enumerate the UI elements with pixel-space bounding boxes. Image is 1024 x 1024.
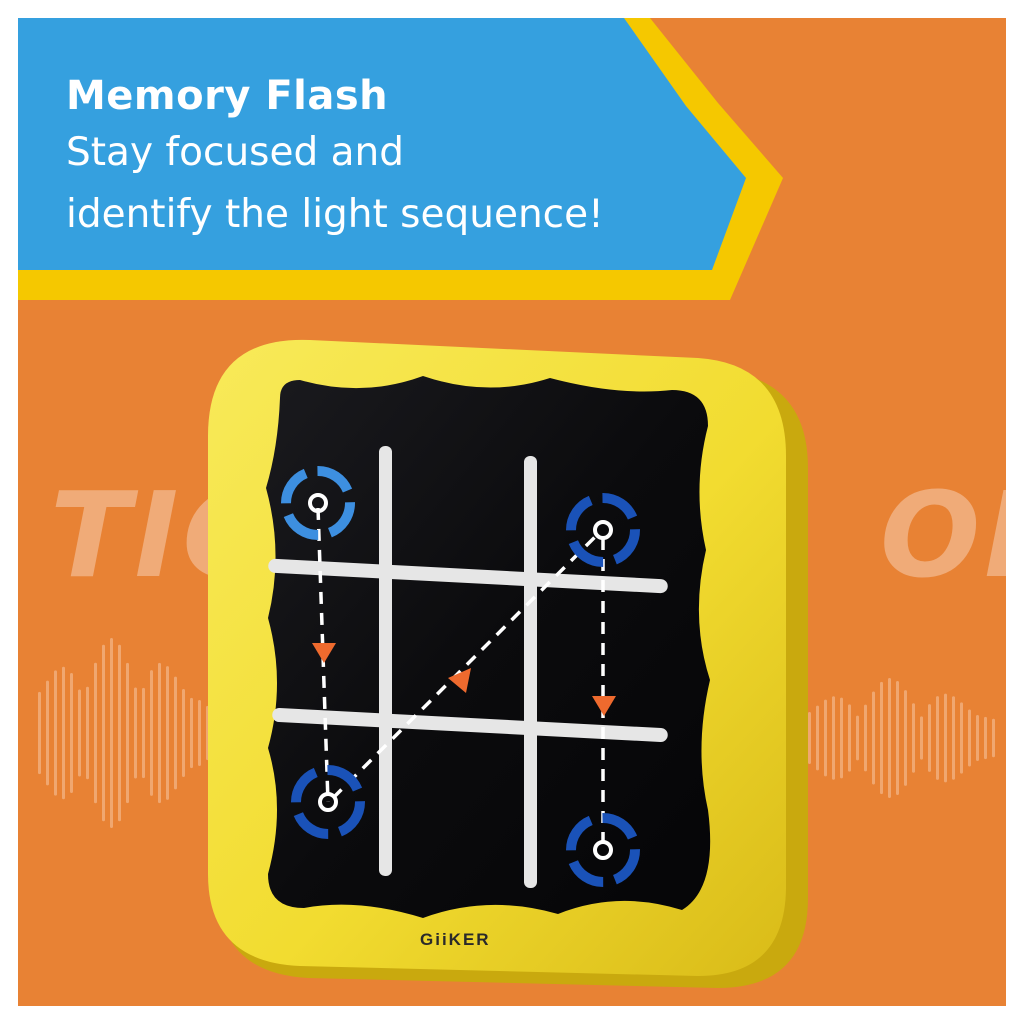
light-ring-icon: [281, 466, 355, 540]
light-top-left: [281, 466, 355, 540]
banner-text: Memory Flash Stay focused and identify t…: [66, 70, 604, 246]
wave-bar: [856, 715, 859, 761]
arrow-down-right-icon: [592, 696, 616, 716]
wave-bar: [976, 714, 979, 762]
light-dot-icon: [593, 840, 613, 860]
light-ring-icon: [566, 493, 640, 567]
light-dot-icon: [308, 493, 328, 513]
grid-line-horizontal-bottom: [272, 708, 668, 742]
grid-line-vertical-left: [379, 446, 392, 876]
banner-subtitle-line2: identify the light sequence!: [66, 192, 604, 237]
wave-bar: [952, 696, 955, 780]
wave-bar: [54, 670, 57, 796]
wave-bar: [38, 691, 41, 775]
wave-bar: [920, 716, 923, 760]
wave-bar: [984, 716, 987, 760]
wave-bar: [46, 680, 49, 786]
wave-bar: [880, 681, 883, 795]
arrow-diagonal-icon: [448, 668, 471, 693]
device-face: [266, 376, 711, 918]
light-dot-icon: [318, 792, 338, 812]
wave-bar: [126, 662, 129, 804]
wave-bar: [102, 644, 105, 822]
brand-logo: GiiKER: [420, 930, 491, 949]
wave-bar: [832, 696, 835, 780]
background-word-right: OE: [880, 466, 1006, 604]
wave-bar: [62, 666, 65, 800]
wave-bar: [936, 696, 939, 780]
wave-bar: [840, 697, 843, 779]
wave-bar: [198, 699, 201, 767]
wave-bar: [912, 703, 915, 773]
grid-line-vertical-right: [524, 456, 537, 888]
wave-bar: [848, 704, 851, 772]
wave-bar: [864, 704, 867, 772]
light-dot-icon: [593, 520, 613, 540]
wave-bar: [190, 697, 193, 769]
grid-line-horizontal-top: [268, 558, 668, 594]
wave-bar: [166, 666, 169, 800]
light-bottom-left: [291, 765, 365, 839]
wave-bar: [142, 687, 145, 779]
wave-bar: [944, 693, 947, 783]
light-top-right: [566, 493, 640, 567]
wave-bar: [816, 705, 819, 771]
light-bottom-right: [566, 813, 640, 887]
wave-bar: [94, 662, 97, 804]
wave-bar: [150, 670, 153, 796]
sound-wave-pattern: [38, 638, 995, 828]
wave-bar: [182, 689, 185, 777]
wave-bar: [118, 644, 121, 822]
wave-bar: [896, 681, 899, 795]
light-ring-icon: [566, 813, 640, 887]
wave-bar: [174, 676, 177, 790]
wave-bar: [872, 691, 875, 785]
wave-bar: [928, 704, 931, 772]
wave-bar: [70, 673, 73, 793]
wave-bar: [888, 678, 891, 798]
wave-bar: [960, 702, 963, 774]
wave-bar: [992, 718, 995, 758]
wave-bar: [968, 709, 971, 767]
tic-tac-toe-grid: [268, 446, 668, 888]
banner-shape: [18, 18, 783, 300]
banner-subtitle-line1: Stay focused and: [66, 130, 405, 175]
wave-bar: [824, 699, 827, 777]
banner-title: Memory Flash: [66, 73, 389, 119]
wave-bar: [78, 689, 81, 777]
arrow-down-left-icon: [312, 643, 336, 663]
wave-bar: [808, 712, 811, 764]
light-ring-icon: [291, 765, 365, 839]
wave-bar: [110, 638, 113, 828]
banner-blue-panel: [18, 18, 746, 270]
wave-bar: [904, 690, 907, 786]
wave-bar: [86, 686, 89, 780]
wave-bar: [158, 662, 161, 804]
wave-bar: [134, 687, 137, 779]
ad-stage: TIC OE Memory Flash Stay focused and ide…: [18, 18, 1006, 1006]
game-device: [208, 339, 808, 989]
